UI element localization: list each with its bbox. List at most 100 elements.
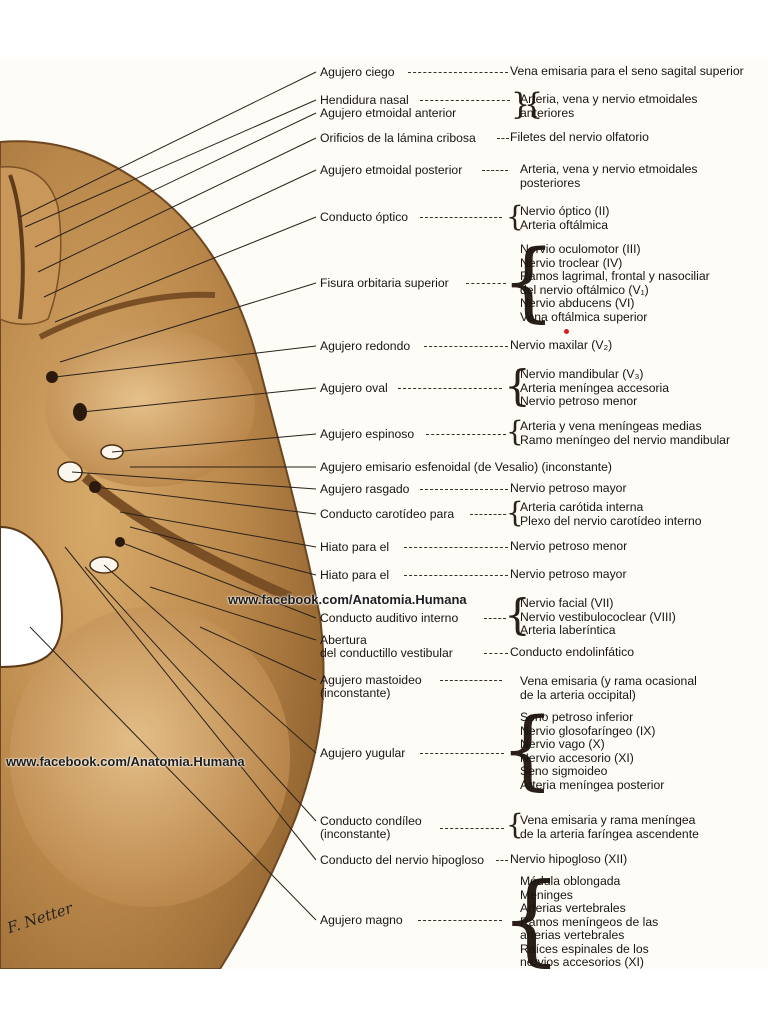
leader-dash bbox=[408, 72, 508, 73]
red-marker-dot bbox=[564, 329, 569, 334]
structure-label: Hiato para el bbox=[320, 568, 390, 582]
contents-line: Nervio óptico (II) bbox=[520, 204, 610, 218]
leader-lines bbox=[19, 71, 317, 921]
structure-label: Abertura bbox=[320, 633, 367, 647]
brace-icon: { bbox=[506, 808, 524, 841]
leader-dash bbox=[418, 920, 502, 921]
brace-icon: { bbox=[500, 700, 555, 800]
brace-icon: { bbox=[504, 361, 531, 410]
contents-line: Arteria meníngea posterior bbox=[520, 777, 665, 792]
contents-line: Seno sigmoideo bbox=[520, 764, 608, 778]
structure-label: (inconstante) bbox=[320, 686, 391, 700]
posterior-cranial-fossa bbox=[10, 607, 290, 907]
contents-line: de la arteria faríngea ascendente bbox=[520, 826, 699, 841]
contents-line: posteriores bbox=[520, 175, 581, 190]
contents-line: Nervio oculomotor (III) bbox=[520, 242, 641, 256]
watermark-1: www.facebook.com/Anatomia.Humana bbox=[228, 592, 467, 607]
contents-line: Nervio glosofaríngeo (IX) bbox=[520, 723, 656, 738]
contents-line: Plexo del nervio carotídeo interno bbox=[520, 513, 702, 528]
structure-label: Conducto del nervio hipogloso bbox=[320, 853, 484, 867]
structure-label: Agujero magno bbox=[320, 913, 403, 927]
contents-line: Vena oftálmica superior bbox=[520, 309, 648, 324]
contents-group: Nervio maxilar (V₂) bbox=[510, 338, 612, 353]
contents-line: Ramos meníngeos de las bbox=[520, 914, 659, 929]
structure-label: Agujero rasgado bbox=[320, 482, 410, 496]
contents-line: Raíces espinales de los bbox=[520, 941, 649, 956]
watermark-2: www.facebook.com/Anatomia.Humana bbox=[6, 754, 245, 769]
foramen-ovale bbox=[73, 403, 87, 421]
contents-line: Nervio vestibulococlear (VIII) bbox=[520, 609, 676, 624]
brace-icon: { bbox=[500, 863, 563, 969]
foramen-rotundum bbox=[46, 371, 58, 383]
contents-line: Filetes del nervio olfatorio bbox=[510, 130, 649, 144]
crista-galli bbox=[8, 174, 25, 320]
leader-dash bbox=[440, 680, 502, 681]
structure-label: Agujero ciego bbox=[320, 65, 395, 79]
contents-line: Nervio abducens (VI) bbox=[520, 296, 635, 310]
leader-dash bbox=[420, 753, 504, 754]
leader-dash bbox=[470, 514, 506, 515]
brace-icon: { bbox=[501, 232, 556, 332]
structure-label: Hendidura nasal bbox=[320, 93, 409, 107]
contents-line: arterias vertebrales bbox=[520, 928, 625, 942]
contents-group: Nervio petroso mayor bbox=[510, 567, 627, 582]
contents-line: Ramo meníngeo del nervio mandibular bbox=[520, 432, 731, 447]
contents-line: Nervio hipogloso (XII) bbox=[510, 852, 628, 866]
leader-dash bbox=[466, 283, 506, 284]
contents-line: de la arteria occipital) bbox=[520, 687, 636, 702]
structure-label: del conductillo vestibular bbox=[320, 646, 453, 660]
contents-line: Vena emisaria (y rama ocasional bbox=[520, 674, 697, 688]
contents-line: Arteria meníngea accesoria bbox=[520, 380, 670, 395]
contents-line: Nervio vago (X) bbox=[520, 737, 605, 751]
contents-line: Seno petroso inferior bbox=[520, 710, 634, 724]
structure-label: (inconstante) bbox=[320, 827, 391, 841]
contents-line: Nervio petroso menor bbox=[520, 394, 638, 408]
contents-line: Nervio petroso mayor bbox=[510, 567, 627, 581]
contents-line: Vena emisaria y rama meníngea bbox=[520, 813, 696, 827]
cribriform-plate bbox=[0, 166, 62, 325]
contents-line: Arteria laberíntica bbox=[520, 623, 616, 637]
contents-group: Nervio mandibular (V₃)Arteria meníngea a… bbox=[520, 367, 670, 409]
foramen-magnum bbox=[0, 525, 64, 669]
contents-group: Filetes del nervio olfatorio bbox=[510, 130, 649, 145]
contents-group: Nervio hipogloso (XII) bbox=[510, 852, 628, 867]
middle-cranial-fossa bbox=[45, 327, 255, 487]
leader-dash bbox=[420, 100, 510, 101]
contents-group: Vena emisaria para el seno sagital super… bbox=[510, 64, 744, 79]
leader-dash bbox=[484, 618, 506, 619]
contents-line: Conducto endolinfático bbox=[510, 645, 634, 659]
contents-group: Nervio facial (VII)Nervio vestibulococle… bbox=[520, 596, 676, 638]
leader-dash bbox=[440, 828, 504, 829]
contents-group: Nervio oculomotor (III)Nervio troclear (… bbox=[520, 242, 710, 324]
lesser-wing-ridge bbox=[38, 291, 216, 340]
contents-line: Arteria carótida interna bbox=[520, 500, 644, 514]
contents-line: Nervio troclear (IV) bbox=[520, 255, 623, 270]
brace-icon: { bbox=[524, 87, 544, 122]
contents-line: Arteria, vena y nervio etmoidales bbox=[520, 92, 698, 106]
contents-line: Ramos lagrimal, frontal y nasociliar bbox=[520, 269, 710, 283]
brace-icon: { bbox=[506, 200, 524, 233]
leader-dash bbox=[496, 860, 508, 861]
contents-line: anteriores bbox=[520, 105, 575, 120]
structure-label: Conducto óptico bbox=[320, 210, 409, 224]
contents-line: Nervio mandibular (V₃) bbox=[520, 367, 644, 381]
contents-line: Nervio accesorio (XI) bbox=[520, 750, 634, 765]
foramen-lacerum bbox=[57, 461, 83, 483]
structure-label: Conducto condíleo bbox=[320, 814, 422, 828]
structure-label: Agujero emisario esfenoidal (de Vesalio)… bbox=[320, 460, 612, 474]
leader-dash bbox=[420, 217, 502, 218]
brace-icon: } bbox=[511, 87, 531, 122]
contents-line: Nervio petroso mayor bbox=[510, 481, 627, 495]
contents-line: Nervio facial (VII) bbox=[520, 596, 614, 610]
contents-line: Meninges bbox=[520, 887, 573, 902]
contents-line: Nervio petroso menor bbox=[510, 539, 628, 553]
contents-line: Arteria oftálmica bbox=[520, 217, 609, 232]
structure-label: Agujero espinoso bbox=[320, 427, 415, 441]
